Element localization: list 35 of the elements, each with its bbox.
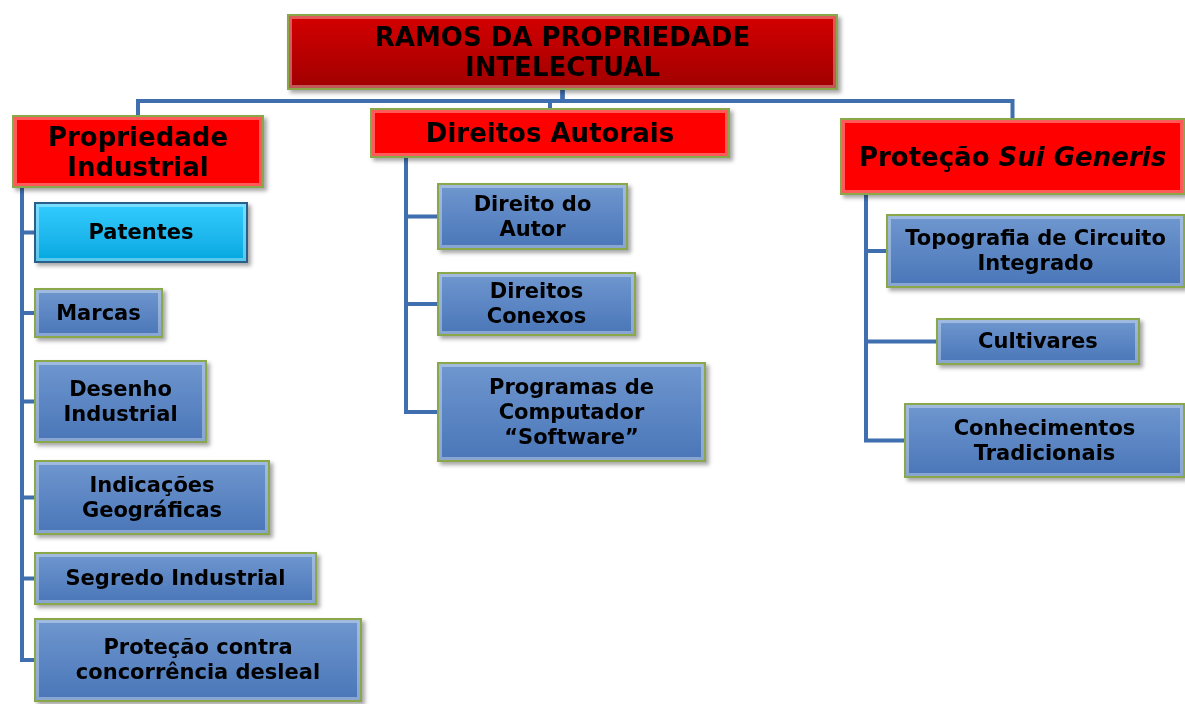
box-label: Direitos Conexos xyxy=(485,279,588,329)
item-box xyxy=(437,362,706,462)
box-label: Programas de Computador “Software” xyxy=(488,374,655,450)
box-label: Segredo Industrial xyxy=(65,566,286,591)
box-label: RAMOS DA PROPRIEDADE INTELECTUAL xyxy=(373,22,752,82)
box-label: Direitos Autorais xyxy=(425,118,675,148)
box-label: Conhecimentos Tradicionais xyxy=(952,415,1137,466)
connector-line xyxy=(864,195,904,443)
item-box xyxy=(34,618,362,702)
item-box xyxy=(437,183,628,250)
category-box xyxy=(840,118,1185,195)
connector-line xyxy=(20,188,34,662)
box-label: Marcas xyxy=(56,300,141,326)
box-label: Direito do Autor xyxy=(472,191,593,242)
item-box xyxy=(34,460,270,535)
box-label: Cultivares xyxy=(978,329,1098,354)
category-box xyxy=(370,108,730,158)
box-label: Propriedade Industrial xyxy=(46,121,230,182)
item-box xyxy=(34,552,317,605)
box-label: Patentes xyxy=(88,220,194,245)
item-box xyxy=(437,272,636,336)
highlighted-box xyxy=(34,202,248,263)
box-label: Proteção contra concorrência desleal xyxy=(74,635,322,685)
item-box xyxy=(936,318,1140,365)
item-box xyxy=(904,403,1185,478)
category-box xyxy=(12,115,264,188)
item-box xyxy=(34,288,163,338)
box-label: Desenho Industrial xyxy=(62,376,179,427)
title-box xyxy=(287,14,838,90)
connector-line xyxy=(560,90,1015,118)
item-box xyxy=(34,360,207,443)
box-label: Topografia de Circuito Integrado xyxy=(904,226,1167,276)
item-box xyxy=(886,214,1185,288)
box-label: Indicações Geográficas xyxy=(80,472,224,523)
box-label: Proteção Sui Generis xyxy=(858,141,1167,172)
